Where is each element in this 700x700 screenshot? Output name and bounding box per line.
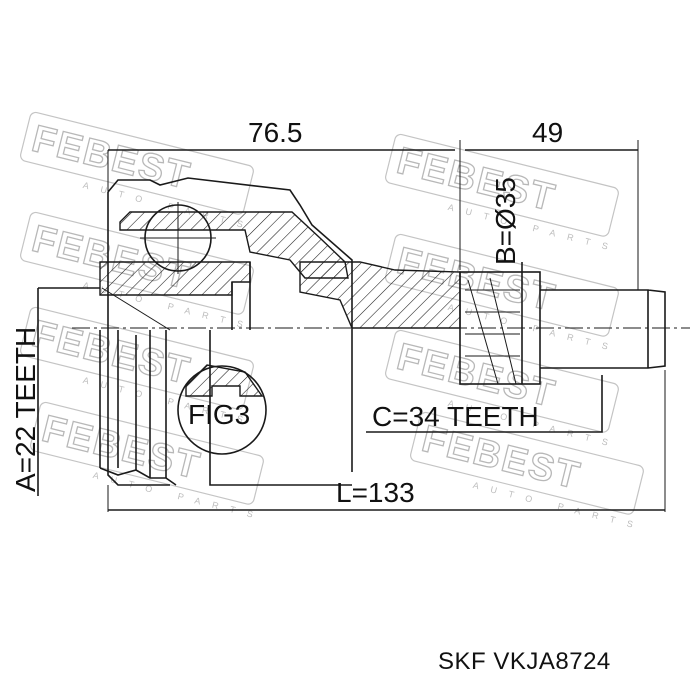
part-number-label: SKF VKJA8724 [438, 648, 611, 675]
dim-total-length: L=133 [336, 477, 415, 508]
ball-bearing [140, 202, 216, 274]
fig3-detail-circle: FIG3 [177, 364, 267, 455]
dim-stem-length: 49 [532, 117, 563, 148]
dimension-lines [37, 140, 666, 512]
fig3-label: FIG3 [188, 399, 250, 430]
watermark-layer: FEBEST AUTO PARTS FEBEST AUTO PARTS FEBE… [20, 111, 646, 532]
dim-housing-length: 76.5 [248, 117, 303, 148]
outer-race-housing [99, 177, 461, 486]
dim-outer-spline-teeth: C=34 TEETH [372, 401, 539, 432]
dim-stem-diameter: B=Ø35 [490, 177, 521, 265]
output-stem-spline [459, 271, 666, 385]
dim-inner-spline-teeth: A=22 TEETH [10, 327, 41, 492]
